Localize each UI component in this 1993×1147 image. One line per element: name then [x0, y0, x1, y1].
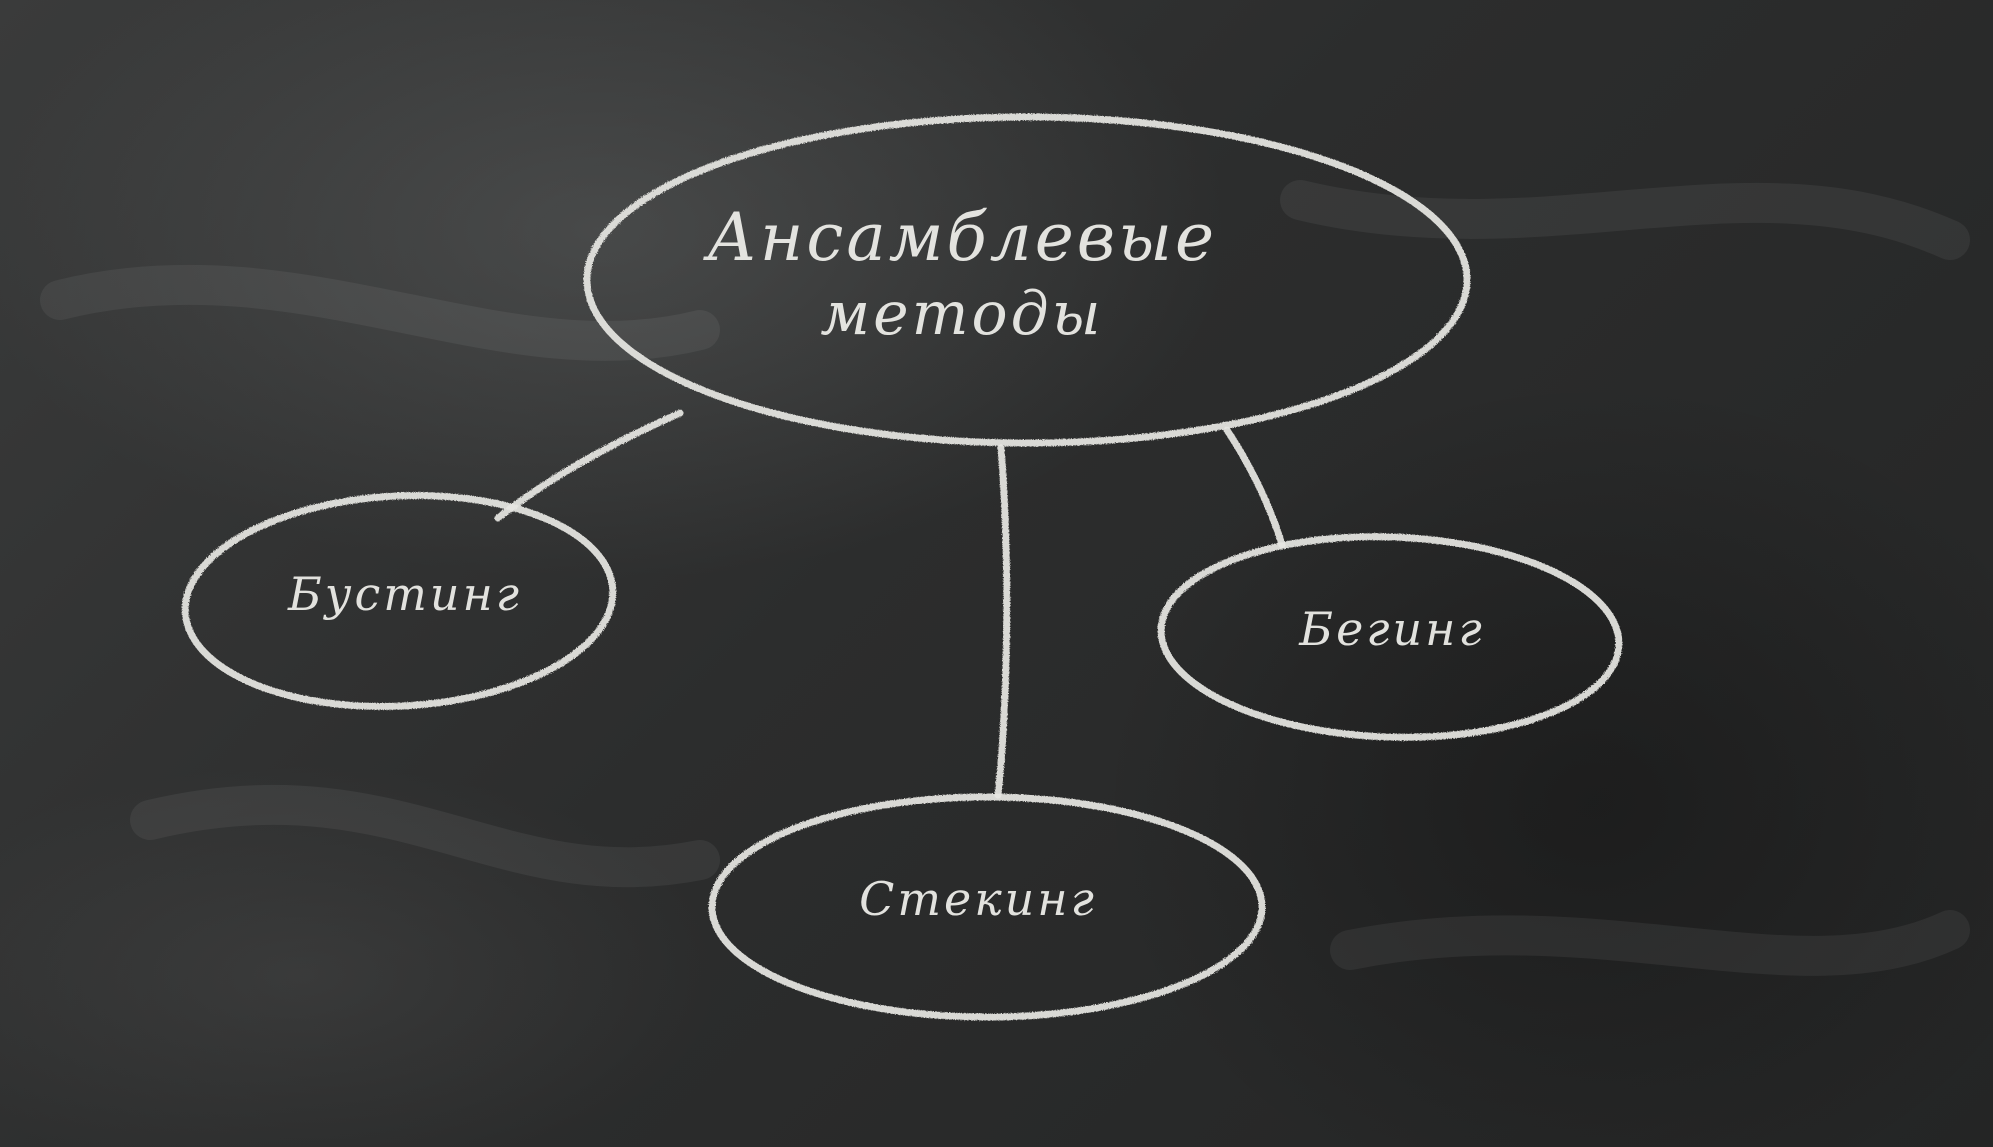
connector-root-bagging: [1223, 426, 1286, 549]
root-node-label-line1: Ансамблевые: [703, 199, 1217, 276]
bagging-node-label: Бегинг: [1298, 602, 1484, 656]
boosting-node-ellipse: [181, 492, 617, 710]
stacking-node-label: Стекинг: [859, 872, 1097, 926]
connector-root-boosting: [494, 409, 684, 522]
connector-root-stacking: [994, 444, 1011, 799]
boosting-node-label: Бустинг: [287, 567, 522, 621]
bagging-node-ellipse: [1157, 533, 1623, 741]
stacking-node-ellipse: [708, 793, 1266, 1021]
root-node-ellipse: [583, 113, 1471, 447]
root-node-label-line2: методы: [820, 279, 1103, 349]
